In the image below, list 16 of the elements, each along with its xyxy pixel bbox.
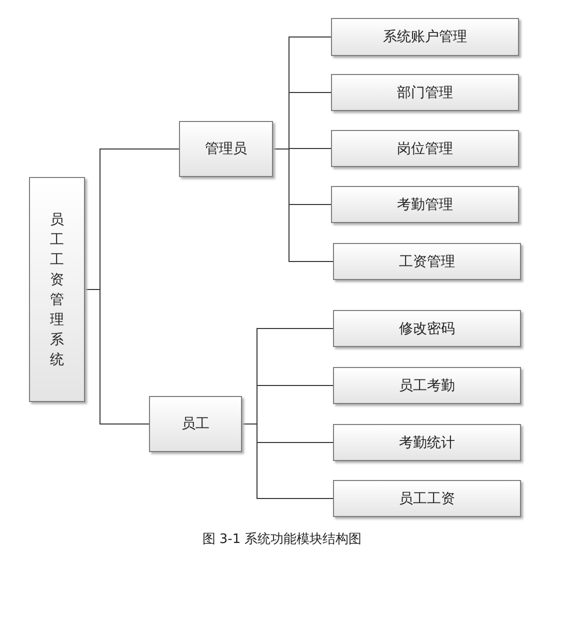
root-box: 员工工资管理系统 xyxy=(29,177,85,402)
module-box: 员工工资 xyxy=(333,480,521,517)
module-box: 部门管理 xyxy=(331,74,519,111)
module-box: 员工考勤 xyxy=(333,367,521,404)
module-box: 岗位管理 xyxy=(331,130,519,167)
module-box: 工资管理 xyxy=(333,243,521,280)
connector-line xyxy=(272,148,334,262)
module-box: 修改密码 xyxy=(333,310,521,347)
module-box: 系统账户管理 xyxy=(331,18,519,56)
module-box: 考勤管理 xyxy=(331,186,519,223)
module-box: 管理员 xyxy=(179,121,273,177)
connector-line xyxy=(84,289,150,424)
caption: 图 3-1 系统功能模块结构图 xyxy=(201,531,363,548)
module-box: 员工 xyxy=(149,396,242,452)
connector-line xyxy=(242,424,334,499)
module-box: 考勤统计 xyxy=(333,424,521,461)
